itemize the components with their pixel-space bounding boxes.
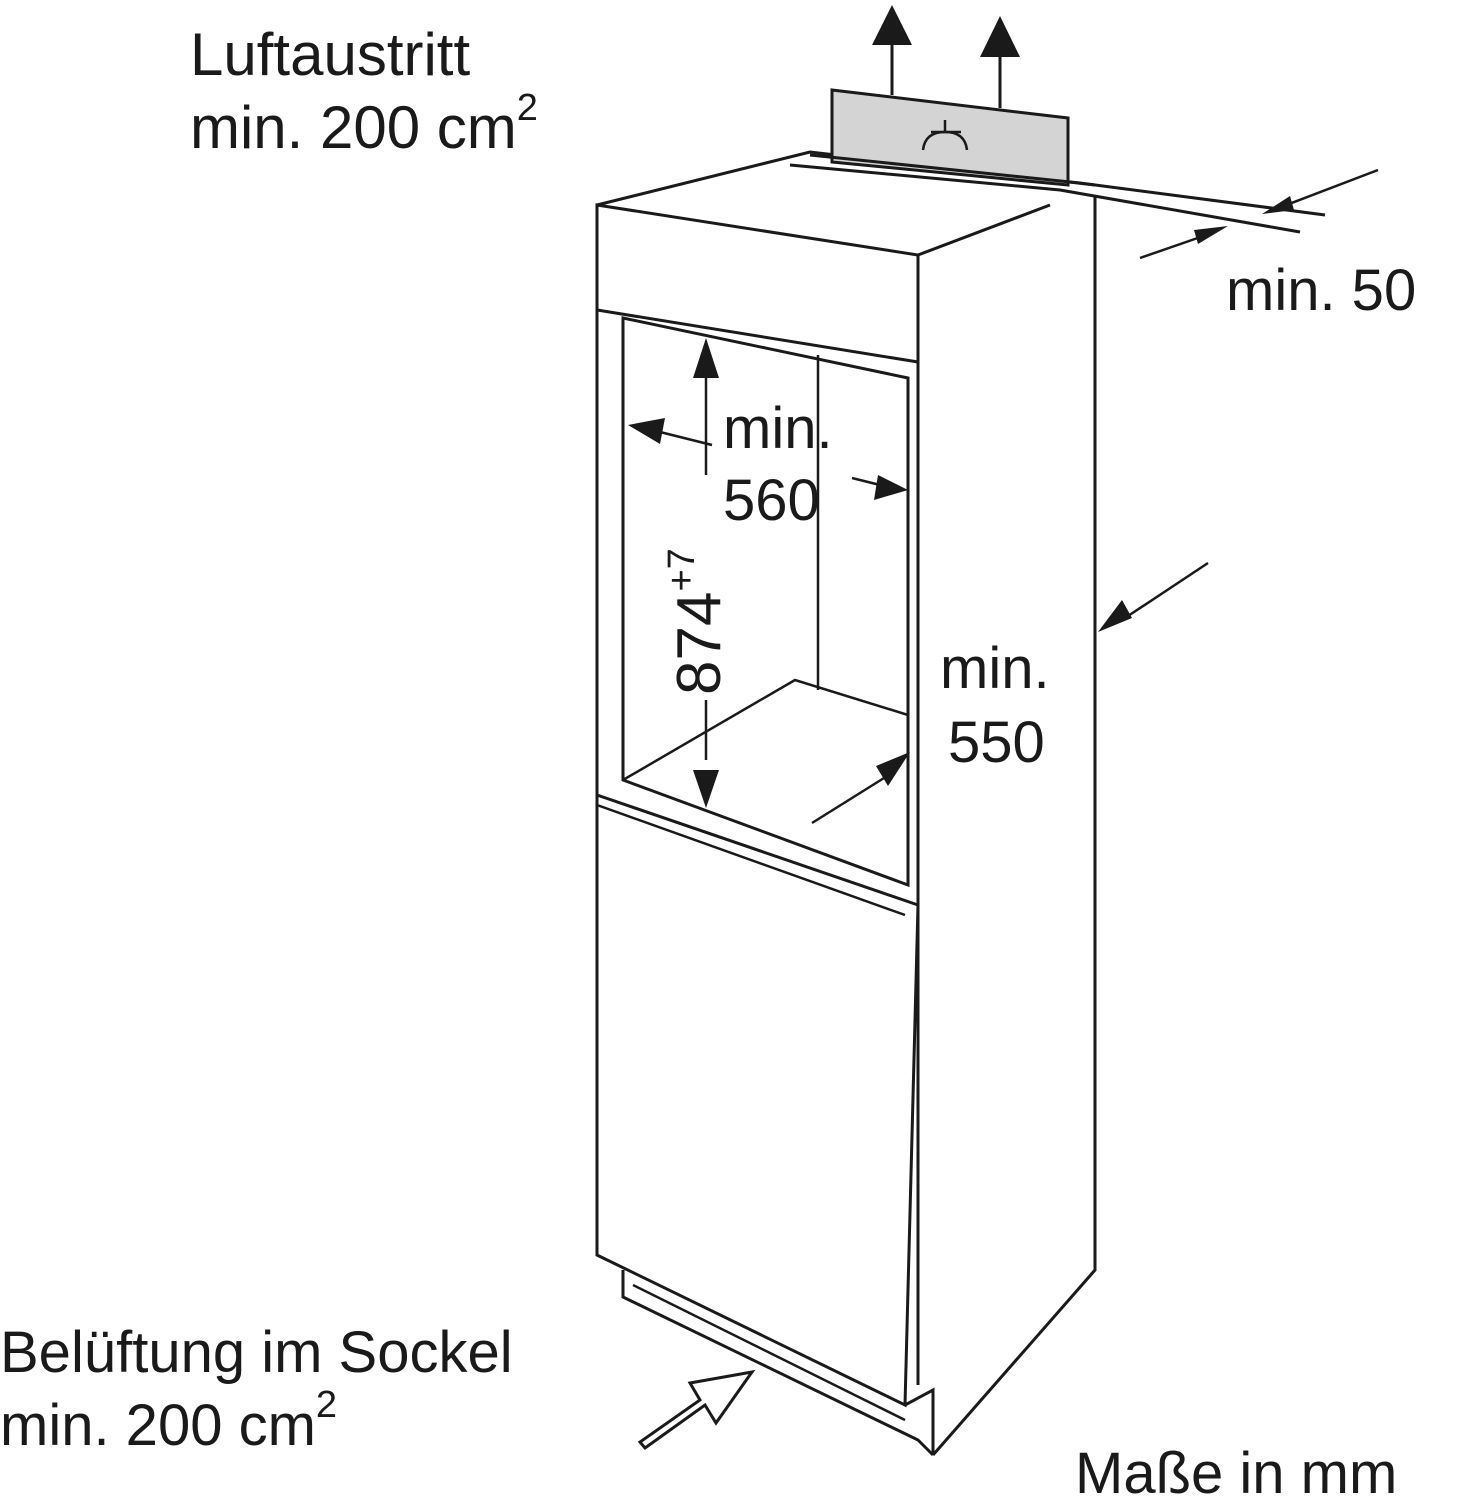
- niche-depth-value: 550: [948, 710, 1045, 775]
- niche-depth-min-label: min.: [940, 636, 1050, 701]
- niche-width-min-label: min.: [723, 396, 833, 461]
- air-outlet-area: min. 200 cm2: [190, 87, 538, 161]
- top-gap-dimension: [1139, 168, 1379, 260]
- lower-door-panel: [595, 792, 920, 1408]
- arrow-up-icon: [872, 5, 1020, 108]
- plinth: [621, 1270, 935, 1457]
- units-note: Maße in mm: [1075, 1441, 1397, 1500]
- niche-width-dimension: [628, 418, 908, 500]
- niche-height-label: 874+7: [661, 548, 734, 695]
- niche-depth-dimension: [811, 561, 1209, 825]
- fan-icon: [921, 120, 969, 151]
- niche-height-dimension: [693, 338, 719, 808]
- plinth-vent-area: min. 200 cm2: [0, 1384, 337, 1458]
- top-gap-label: min. 50: [1226, 258, 1416, 323]
- arrow-outline-icon: [637, 1369, 756, 1451]
- niche-width-value: 560: [723, 468, 820, 533]
- air-outlet-title: Luftaustritt: [190, 21, 470, 88]
- vent-grille: [789, 88, 1326, 234]
- plinth-vent-title: Belüftung im Sockel: [0, 1320, 513, 1385]
- cabinet-body: [595, 150, 1097, 1456]
